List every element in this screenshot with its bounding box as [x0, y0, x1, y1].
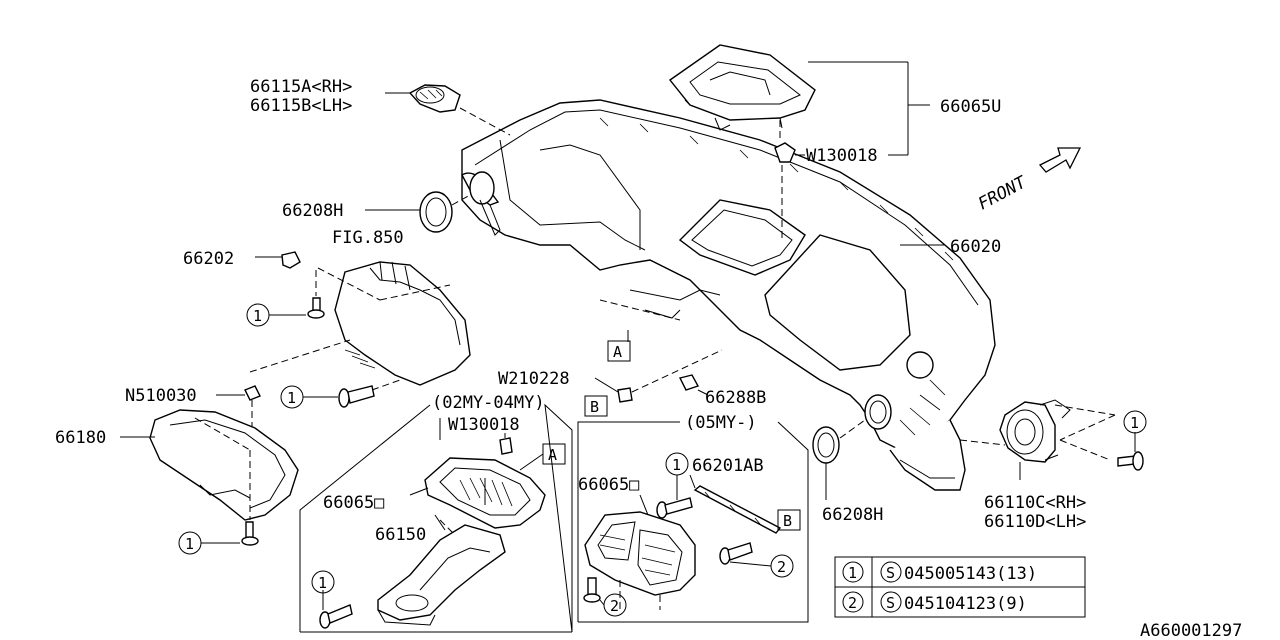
svg-text:2: 2 [848, 594, 857, 612]
label-66065u: 66065U [940, 97, 1001, 117]
diagram-id: A660001297 [1140, 621, 1242, 640]
label-66065-inset1: 66065□ [323, 493, 385, 513]
svg-text:2: 2 [610, 597, 619, 615]
label-n510030: N510030 [125, 386, 197, 406]
svg-text:1: 1 [253, 307, 262, 325]
svg-text:S: S [886, 594, 895, 612]
screw-1-upper [307, 270, 325, 319]
vent-cover-66115 [408, 84, 461, 113]
screw-1-right [1117, 451, 1144, 471]
marker-a-inset: A [548, 446, 557, 464]
label-66180: 66180 [55, 428, 106, 448]
svg-text:1: 1 [1130, 414, 1139, 432]
svg-text:2: 2 [777, 558, 786, 576]
marker-1-inset2: 1 [665, 452, 689, 476]
svg-text:1: 1 [848, 564, 857, 582]
marker-1-a: 1 [246, 303, 270, 327]
legend-table: 1 S 045005143(13) 2 S 045104123(9) [834, 556, 1086, 618]
marker-1-b: 1 [280, 385, 304, 409]
label-66110c: 66110C<RH> [984, 493, 1086, 513]
label-66288b: 66288B [705, 388, 766, 408]
label-66065-inset2: 66065□ [578, 475, 640, 495]
clip-w130018 [774, 120, 796, 240]
svg-text:S: S [886, 564, 895, 582]
label-66201ab: 66201AB [692, 456, 764, 476]
label-66202: 66202 [183, 249, 234, 269]
label-66110d: 66110D<LH> [984, 512, 1086, 532]
screw-1-lower [338, 379, 401, 408]
side-vent-66110 [999, 399, 1071, 463]
label-66208h-left: 66208H [282, 201, 343, 221]
clip-w210228 [617, 387, 633, 403]
legend-row-2: 2 S 045104123(9) [842, 591, 1027, 614]
legend-part-2: 045104123(9) [904, 594, 1027, 614]
label-w130018-inset: W130018 [448, 415, 520, 435]
marker-1-d: 1 [1123, 410, 1147, 434]
ring-66208h-right [812, 394, 892, 464]
front-label: FRONT [975, 172, 1031, 215]
inset-05my-title: (05MY-) [685, 413, 757, 433]
label-66115b: 66115B<LH> [250, 96, 352, 116]
label-66020: 66020 [950, 237, 1001, 257]
label-66115a: 66115A<RH> [250, 77, 352, 97]
legend-part-1: 045005143(13) [904, 564, 1037, 584]
marker-2-a: 2 [770, 554, 794, 578]
svg-text:1: 1 [287, 389, 296, 407]
figure-ref: FIG.850 [332, 228, 404, 248]
label-66208h-right: 66208H [822, 505, 883, 525]
label-w130018-top: W130018 [806, 146, 878, 166]
svg-text:1: 1 [318, 574, 327, 592]
marker-b-main: B [590, 398, 599, 416]
combination-meter [334, 261, 471, 386]
marker-1-inset: 1 [311, 570, 335, 594]
marker-2-b: 2 [603, 593, 627, 617]
clip-66288b [678, 374, 700, 391]
inset-02my-title: (02MY-04MY) [432, 393, 545, 413]
marker-b-inset: B [783, 512, 792, 530]
instrument-panel-66020 [461, 99, 996, 491]
label-w210228: W210228 [498, 369, 570, 389]
marker-a-main: A [613, 343, 622, 361]
screw-1-bottom [241, 521, 259, 546]
legend-row-1: 1 S 045005143(13) [842, 561, 1037, 584]
cover-66065u [668, 44, 816, 131]
ring-66208h-left [419, 191, 453, 233]
clip-66202 [281, 251, 301, 269]
inset-02my-04my: (02MY-04MY) W130018 A 66065□ 66150 1 [299, 393, 573, 633]
label-66150: 66150 [375, 525, 426, 545]
inset-05my: (05MY-) 66201AB 1 B 66065□ 2 [577, 413, 809, 623]
meter-visor-66180 [149, 409, 299, 521]
svg-text:1: 1 [672, 456, 681, 474]
marker-1-c: 1 [178, 531, 202, 555]
front-arrow: FRONT [975, 147, 1082, 215]
svg-text:1: 1 [185, 535, 194, 553]
